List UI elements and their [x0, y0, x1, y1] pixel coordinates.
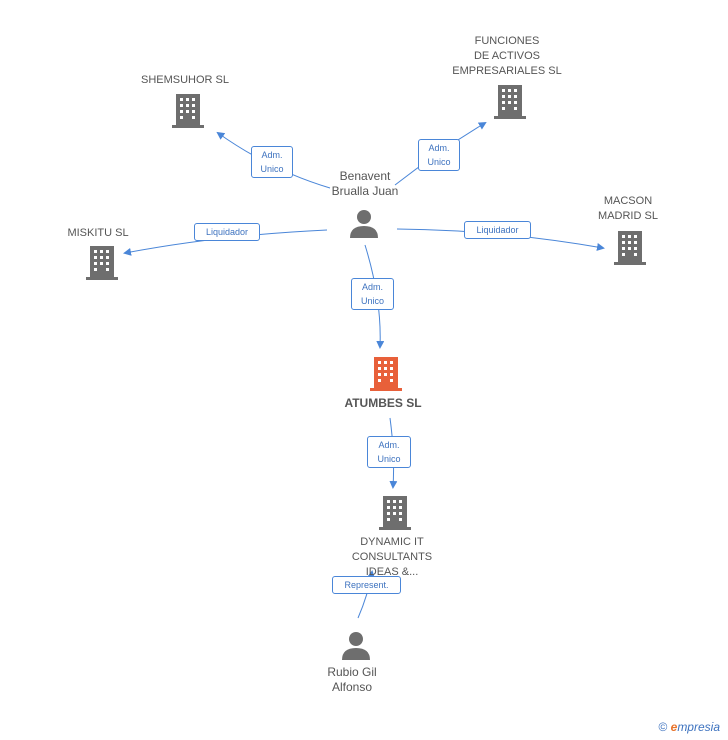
edge-label-benavent-macson: Liquidador	[464, 221, 531, 239]
node-label-shemsuhor[interactable]: SHEMSUHOR SL	[140, 74, 230, 86]
edge-label-benavent-shemsuhor: Adm. Unico	[251, 146, 293, 178]
node-label-miskitu[interactable]: MISKITU SL	[67, 227, 129, 239]
edge-label-benavent-atumbes: Adm. Unico	[351, 278, 394, 310]
footer-brand: © empresia	[658, 720, 720, 734]
person-icon[interactable]	[341, 630, 371, 660]
brand-initial: e	[670, 720, 678, 734]
node-label-atumbes[interactable]: ATUMBES SL	[344, 396, 422, 410]
building-icon[interactable]	[379, 496, 411, 530]
node-label-dynamic[interactable]: DYNAMIC IT CONSULTANTS IDEAS &...	[351, 536, 433, 578]
building-icon[interactable]	[494, 85, 526, 119]
node-label-macson[interactable]: MACSON MADRID SL	[598, 195, 658, 222]
edge-label-atumbes-dynamic: Adm. Unico	[367, 436, 411, 468]
node-label-funciones[interactable]: FUNCIONES DE ACTIVOS EMPRESARIALES SL	[452, 35, 562, 77]
node-label-rubio[interactable]: Rubio Gil Alfonso	[327, 665, 377, 694]
building-icon-main[interactable]	[370, 357, 402, 391]
brand-name: mpresia	[677, 720, 720, 734]
building-icon[interactable]	[86, 246, 118, 280]
building-icon[interactable]	[172, 94, 204, 128]
person-icon[interactable]	[349, 208, 379, 238]
edge-label-rubio-dynamic: Represent.	[332, 576, 401, 594]
building-icon[interactable]	[614, 231, 646, 265]
edge-label-benavent-miskitu: Liquidador	[194, 223, 260, 241]
copyright-symbol: ©	[658, 720, 668, 734]
edge-rubio-dynamic	[357, 570, 375, 619]
node-label-benavent[interactable]: Benavent Brualla Juan	[331, 169, 399, 198]
edge-label-benavent-funciones: Adm. Unico	[418, 139, 460, 171]
